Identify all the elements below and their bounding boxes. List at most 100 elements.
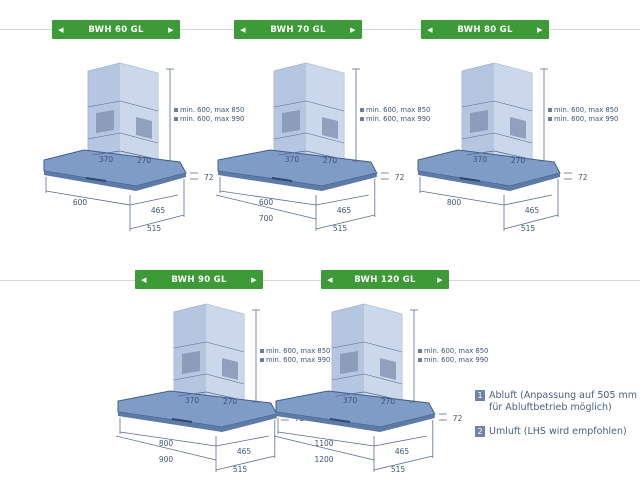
dim-line-total-width <box>115 435 217 461</box>
chimney-joint-line <box>331 373 365 381</box>
triangle-right-icon[interactable]: ▶ <box>251 275 257 284</box>
chimney-joint-line <box>173 373 207 381</box>
dim-line-hood-width <box>219 190 317 206</box>
tab-label: BWH 70 GL <box>270 24 326 35</box>
chimney-joint-line <box>461 132 495 140</box>
triangle-left-icon[interactable]: ◀ <box>58 25 64 34</box>
marker-2-box <box>174 117 178 121</box>
marker-2-box <box>360 117 364 121</box>
vent-grill-left <box>340 351 358 374</box>
dim-line-depth-inner <box>503 194 553 206</box>
marker-2-box <box>418 358 422 362</box>
chimney-note-umluft: min. 600, max 990 <box>554 115 618 123</box>
chimney-note-umluft: min. 600, max 990 <box>266 356 330 364</box>
dim-hood-width: 600 <box>73 198 88 207</box>
tab-bwh-80-gl[interactable]: ◀ BWH 80 GL ▶ <box>421 20 549 39</box>
triangle-right-icon[interactable]: ▶ <box>537 25 543 34</box>
legend-number: 1 <box>475 390 485 401</box>
tab-bwh-60-gl[interactable]: ◀ BWH 60 GL ▶ <box>52 20 180 39</box>
dim-line-chimney-width <box>335 391 365 397</box>
triangle-left-icon[interactable]: ◀ <box>427 25 433 34</box>
dim-depth-outer: 515 <box>147 224 162 233</box>
dim-line-chimney-depth <box>205 391 243 401</box>
dim-depth-outer: 515 <box>233 465 248 474</box>
marker-1-label: 1 <box>175 108 177 112</box>
chimney-note-umluft: min. 600, max 990 <box>424 356 488 364</box>
legend-text-line: für Abluftbetrieb möglich) <box>489 402 612 413</box>
tab-label: BWH 120 GL <box>354 274 416 285</box>
dim-total-width: 700 <box>259 214 274 223</box>
dim-depth-inner: 465 <box>395 447 410 456</box>
vent-grill-left <box>182 351 200 374</box>
dim-chimney-width: 370 <box>185 396 200 405</box>
marker-1-label: 1 <box>361 108 363 112</box>
marker-2-label: 2 <box>361 117 363 121</box>
dim-depth-outer: 515 <box>521 224 536 233</box>
chimney-joint-line <box>205 373 245 385</box>
dim-depth-outer: 515 <box>333 224 348 233</box>
dim-depth-inner: 465 <box>151 206 166 215</box>
dim-chimney-width: 370 <box>285 155 300 164</box>
dim-line-depth-outer <box>129 214 185 230</box>
triangle-right-icon[interactable]: ▶ <box>168 25 174 34</box>
control-strip <box>272 177 292 182</box>
dim-hood-width: 600 <box>259 198 274 207</box>
triangle-left-icon[interactable]: ◀ <box>327 275 333 284</box>
dim-hood-width: 800 <box>159 439 174 448</box>
dim-line-chimney-width <box>465 150 495 156</box>
chimney-note-abluft: min. 600, max 850 <box>266 347 330 355</box>
dim-line-depth-outer <box>503 214 559 230</box>
triangle-left-icon[interactable]: ◀ <box>141 275 147 284</box>
dim-chimney-width: 370 <box>99 155 114 164</box>
tab-label: BWH 90 GL <box>171 274 227 285</box>
dim-depth-inner: 465 <box>237 447 252 456</box>
tab-bwh-90-gl[interactable]: ◀ BWH 90 GL ▶ <box>135 270 263 289</box>
dim-line-depth-inner <box>373 435 427 447</box>
chimney-note-abluft: min. 600, max 850 <box>554 106 618 114</box>
dim-line-chimney-width <box>277 150 307 156</box>
marker-1-box <box>174 108 178 112</box>
dim-line-chimney-depth <box>493 150 531 160</box>
dim-line-chimney-depth <box>119 150 157 160</box>
dim-canopy-height: 72 <box>453 414 463 423</box>
triangle-left-icon[interactable]: ◀ <box>240 25 246 34</box>
tab-bwh-70-gl[interactable]: ◀ BWH 70 GL ▶ <box>234 20 362 39</box>
triangle-right-icon[interactable]: ▶ <box>350 25 356 34</box>
middle-separator <box>0 280 640 281</box>
chimney-joint-line <box>305 132 345 144</box>
dim-chimney-depth: 270 <box>223 397 238 406</box>
tab-bwh-120-gl[interactable]: ◀ BWH 120 GL ▶ <box>321 270 449 289</box>
marker-1-box <box>360 108 364 112</box>
marker-1-box <box>260 349 264 353</box>
tab-label: BWH 60 GL <box>88 24 144 35</box>
vent-grill-right <box>322 117 338 139</box>
vent-grill-left <box>282 110 300 133</box>
vent-grill-left <box>470 110 488 133</box>
dim-line-chimney-width <box>91 150 121 156</box>
vent-grill-right <box>136 117 152 139</box>
chimney-note-umluft: min. 600, max 990 <box>366 115 430 123</box>
legend-text-line: Abluft (Anpassung auf 505 mm <box>489 390 638 401</box>
control-strip <box>86 177 106 182</box>
chimney-joint-line <box>173 341 207 349</box>
chimney-joint-line <box>119 132 159 144</box>
dim-line-depth-inner <box>315 194 369 206</box>
dim-line-hood-width <box>277 431 375 447</box>
legend-text-line: Umluft (LHS wird empfohlen) <box>489 426 627 437</box>
dim-chimney-width: 370 <box>343 396 358 405</box>
tab-label: BWH 80 GL <box>457 24 513 35</box>
chimney-joint-line <box>331 341 365 349</box>
dim-depth-inner: 465 <box>337 206 352 215</box>
dim-chimney-width: 370 <box>473 155 488 164</box>
marker-2-label: 2 <box>175 117 177 121</box>
marker-1-label: 1 <box>549 108 551 112</box>
vent-grill-right <box>510 117 526 139</box>
dim-chimney-depth: 270 <box>381 397 396 406</box>
canopy-edge <box>118 412 277 432</box>
dim-line-depth-inner <box>215 435 269 447</box>
triangle-right-icon[interactable]: ▶ <box>437 275 443 284</box>
